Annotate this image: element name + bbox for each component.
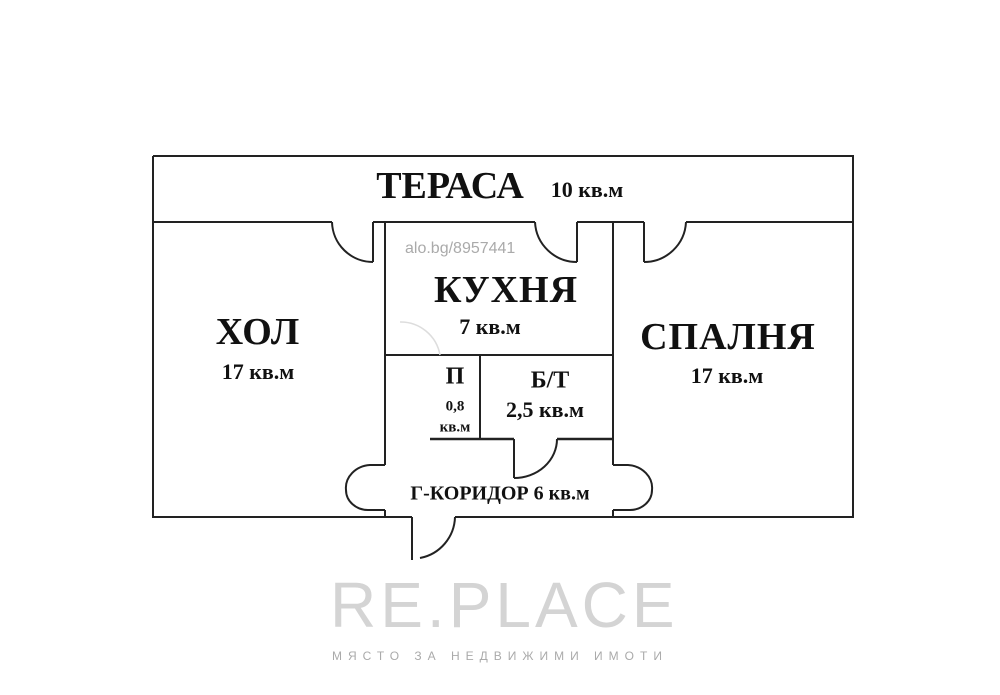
corridor-label: Г-КОРИДОР 6 кв.м: [410, 482, 590, 505]
terrace-area: 10 кв.м: [550, 177, 624, 202]
door-bedroom-corridor: [613, 464, 654, 511]
terrace-name: ТЕРАСА: [376, 165, 524, 207]
outer-wall-top: [153, 155, 854, 222]
door-hall-corridor: [344, 464, 385, 511]
outer-wall-left: [152, 156, 385, 518]
door-bedroom-terrace: [643, 221, 687, 264]
hall-area: 17 кв.м: [221, 359, 295, 384]
kitchen-ghost-arc: [399, 321, 441, 356]
door-entry: [411, 516, 456, 560]
door-bathroom: [513, 438, 558, 479]
kitchen-area: 7 кв.м: [459, 314, 521, 339]
door-hall-terrace: [331, 221, 374, 263]
pantry-name: П: [445, 363, 465, 390]
pantry-area-value: 0,8: [445, 398, 465, 415]
bedroom-name: СПАЛНЯ: [640, 316, 816, 358]
hall-name: ХОЛ: [215, 311, 301, 353]
tagline-watermark: МЯСТО ЗА НЕДВИЖИМИ ИМОТИ: [332, 649, 668, 663]
brand-watermark: RE.PLACE: [330, 569, 679, 641]
pantry-area-unit: кв.м: [439, 419, 471, 436]
outer-wall-bottom-right: [455, 222, 854, 518]
door-kitchen-terrace: [534, 221, 578, 264]
bathroom-area: 2,5 кв.м: [505, 397, 585, 422]
bathroom-name: Б/Т: [530, 367, 570, 394]
bedroom-area: 17 кв.м: [690, 363, 764, 388]
kitchen-name: КУХНЯ: [433, 269, 579, 311]
listing-watermark: alo.bg/8957441: [405, 240, 516, 257]
